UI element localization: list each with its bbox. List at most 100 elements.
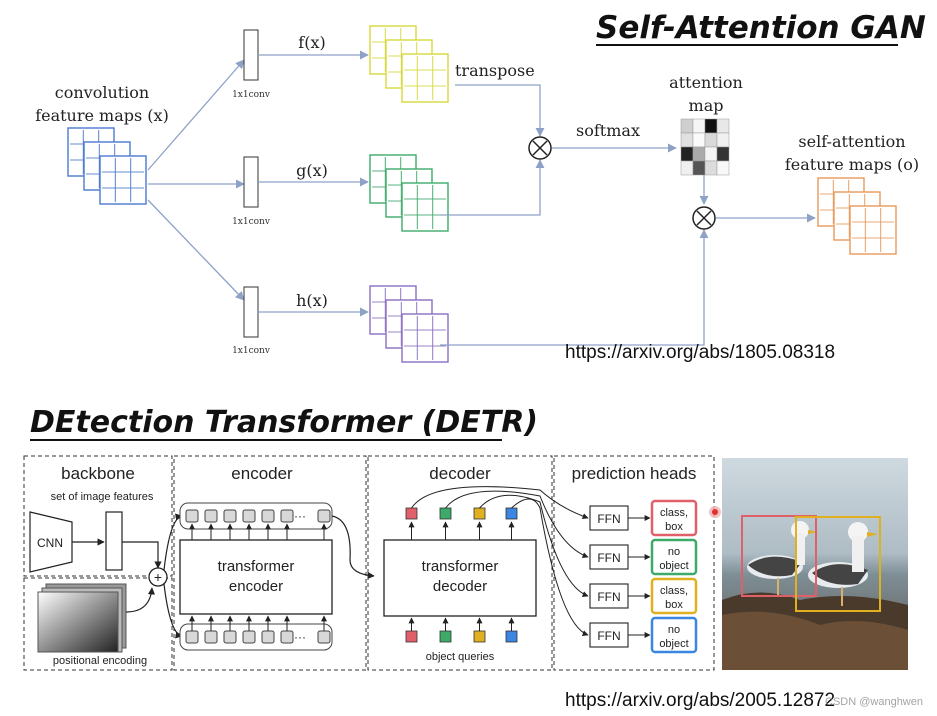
conv-bar-h <box>243 286 259 338</box>
h-feature-maps <box>369 285 449 363</box>
attention-label-line2: map <box>689 96 724 115</box>
sagan-diagram: Self-Attention GAN convolution feature m… <box>35 10 926 363</box>
token <box>317 630 331 644</box>
f-label: f(x) <box>298 33 325 52</box>
token-ellipsis: ··· <box>294 630 306 644</box>
attention-cell <box>680 132 694 148</box>
bbox-red <box>741 515 817 597</box>
conv-bar-g <box>243 156 259 208</box>
query-to-ffn-arrow <box>411 486 589 520</box>
encoder-section: encoder ··· transformer encoder ··· <box>173 455 375 671</box>
attention-cell <box>692 160 706 176</box>
f-feature-maps <box>369 25 449 103</box>
output-feature-maps <box>817 177 897 255</box>
token <box>242 509 256 523</box>
token <box>204 630 218 644</box>
decoder-output-query <box>439 507 452 520</box>
decoder-output-query <box>473 507 486 520</box>
encoder-box-line2: encoder <box>229 578 283 595</box>
sagan-url[interactable]: https://arxiv.org/abs/1805.08318 <box>565 342 835 363</box>
attention-cell <box>692 118 706 134</box>
ffn-label: FFN <box>597 590 620 604</box>
backbone-title: backbone <box>61 464 135 483</box>
sheet-border <box>849 205 897 255</box>
token <box>204 509 218 523</box>
attention-cell <box>716 160 730 176</box>
detr-url[interactable]: https://arxiv.org/abs/2005.12872 <box>565 690 835 711</box>
input-arrows <box>147 59 245 301</box>
gull-right <box>808 522 878 606</box>
transformer-decoder-box <box>383 539 537 617</box>
encoder-input-tokens <box>179 623 333 651</box>
token <box>261 509 275 523</box>
encoder-output-tokens <box>179 502 333 530</box>
token <box>242 630 256 644</box>
token <box>280 630 294 644</box>
input-feature-maps <box>67 127 147 205</box>
softmax-label: softmax <box>576 121 640 140</box>
plus-sign: + <box>154 569 162 585</box>
attention-cell <box>680 118 694 134</box>
feature-map-sheet <box>401 313 449 363</box>
g-feature-maps <box>369 154 449 232</box>
sheet-border <box>401 313 449 363</box>
watermark: CSDN @wanghwen <box>825 696 923 708</box>
conv-bar-f <box>243 29 259 81</box>
object-query <box>439 630 452 643</box>
token-ellipsis: ··· <box>294 509 306 523</box>
prediction-label-line1: no <box>668 546 680 558</box>
feature-map-sheet <box>99 155 147 205</box>
sheet-border <box>99 155 147 205</box>
decoder-box-line2: decoder <box>433 578 487 595</box>
object-query <box>505 630 518 643</box>
token <box>223 630 237 644</box>
positional-frame <box>23 577 173 671</box>
bbox-yellow <box>795 516 881 612</box>
multiply-paths <box>440 84 816 346</box>
attention-cell <box>704 146 718 162</box>
heads-frame <box>553 455 715 671</box>
cursor-indicator <box>712 509 718 515</box>
ffn-box <box>589 583 629 609</box>
prediction-label-line2: object <box>659 560 688 572</box>
object-query <box>405 630 418 643</box>
prediction-label-line1: class, <box>660 585 688 597</box>
pos-map-1 <box>37 591 119 653</box>
attention-cell <box>716 146 730 162</box>
attention-cell <box>692 146 706 162</box>
input-label-line2: feature maps (x) <box>35 106 169 125</box>
conv-label-h: 1x1conv <box>232 346 271 356</box>
decoder-section: decoder transformer decoder object queri… <box>367 455 553 671</box>
cnn-block <box>29 511 73 573</box>
prediction-box <box>650 499 698 537</box>
conv-label-f: 1x1conv <box>232 90 271 100</box>
output-label-line2: feature maps (o) <box>785 155 919 174</box>
query-to-ffn-arrow <box>479 494 589 598</box>
encoder-top-token-row: ··· <box>185 509 331 540</box>
attention-cell <box>716 118 730 134</box>
attention-label-line1: attention <box>669 73 743 92</box>
ffn-label: FFN <box>597 629 620 643</box>
rocks-front <box>722 611 908 670</box>
token <box>280 509 294 523</box>
backbone-section: backbone set of image features CNN posit… <box>23 455 183 671</box>
attention-cell <box>704 132 718 148</box>
prediction-label-line1: class, <box>660 507 688 519</box>
prediction-box <box>650 538 698 576</box>
attention-cell <box>704 118 718 134</box>
prediction-label-line2: box <box>665 521 683 533</box>
feature-map-sheet <box>401 182 449 232</box>
h-label: h(x) <box>296 291 328 310</box>
attention-cell <box>716 132 730 148</box>
encoder-title: encoder <box>231 464 293 483</box>
query-to-ffn-arrow <box>445 490 589 559</box>
multiply-node-2 <box>692 206 716 230</box>
prediction-label-line2: object <box>659 638 688 650</box>
decoder-output-query <box>405 507 418 520</box>
detr-diagram: DEtection Transformer (DETR) backbone se… <box>23 405 923 711</box>
backbone-frame <box>23 455 173 577</box>
cnn-label: CNN <box>37 536 63 550</box>
sagan-title: Self-Attention GAN <box>596 10 926 46</box>
